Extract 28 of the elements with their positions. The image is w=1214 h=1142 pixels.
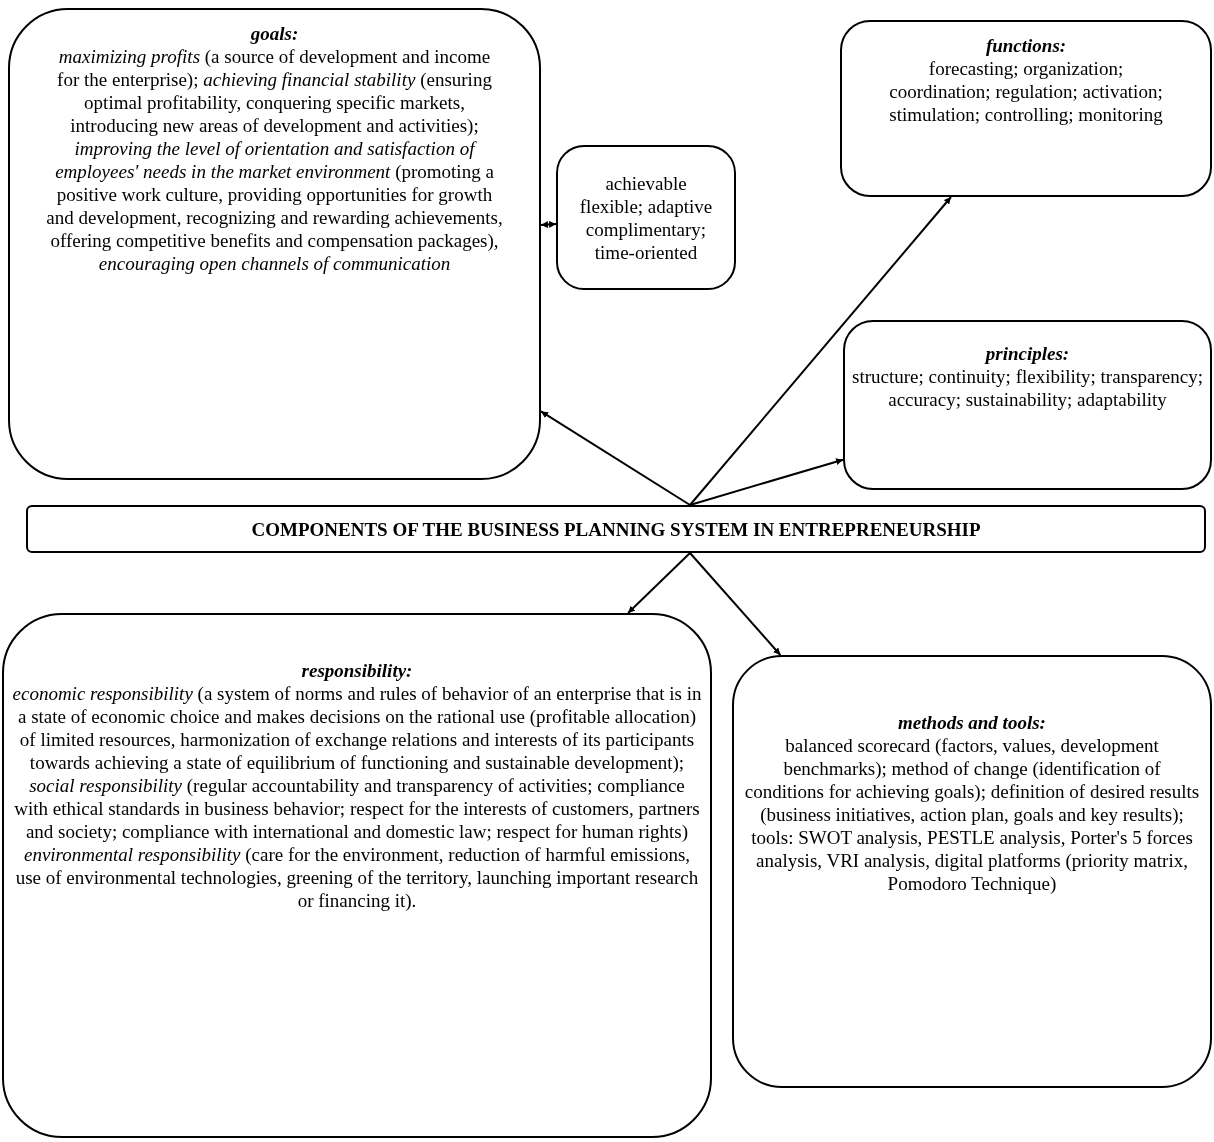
rounded-text-box	[2, 613, 712, 1138]
box-text: maximizing profits (a source of development and income for the enterprise); achieving financial stability (ensuring optimal profitability, conquering specific markets, introducing new areas of development and activities); improving the level of orientation and satisfaction of employees' needs in the market environment (promoting a positive work culture, providing opportunities for growth and development, recognizing and rewarding achievements, offering competitive benefits and compensation packages), encouraging open channels of communication	[46, 45, 503, 275]
arrow	[689, 458, 844, 506]
box-text: balanced scorecard (factors, values, development benchmarks); method of change (identification of conditions for achieving goals); definition of desired results (business initiatives, action plan, goals and key results);	[744, 734, 1200, 826]
arrow	[627, 552, 691, 614]
box-text: tools: SWOT analysis, PESTLE analysis, Porter's 5 forces analysis, VRI analysis, digital platforms (priority matrix, Pomodoro Technique)	[750, 826, 1194, 895]
arrow	[540, 220, 557, 228]
box-heading: methods and tools:	[898, 711, 1046, 734]
rounded-text-box	[556, 145, 736, 290]
box-heading: responsibility:	[301, 659, 413, 682]
rounded-text-box	[8, 8, 541, 480]
box-heading: goals:	[250, 22, 299, 45]
box-heading: principles:	[985, 342, 1070, 365]
rounded-text-box	[732, 655, 1212, 1088]
arrow	[689, 196, 952, 506]
rounded-text-box	[843, 320, 1212, 490]
box-text: economic responsibility (a system of norms and rules of behavior of an enterprise that is in a state of economic choice and makes decisions on the rational use (profitable allocation) of limited resources, harmonization of exchange relations and interests of its participants towards achieving a state of equilibrium of functioning and sustainable development);	[12, 682, 702, 774]
arrow	[540, 410, 691, 506]
rounded-text-box	[840, 20, 1212, 197]
arrow	[689, 552, 782, 656]
box-text: environmental responsibility (care for the environment, reduction of harmful emissions, use of environmental technologies, greening of the territory, launching important research or financing it).	[14, 843, 700, 912]
title-box	[26, 505, 1206, 553]
box-text: social responsibility (regular accountability and transparency of activities; compliance with ethical standards in business behavior; respect for the interests of customers, partners and society; compliance with international and domestic law; respect for human rights)	[13, 774, 701, 843]
box-text: structure; continuity; flexibility; transparency; accuracy; sustainability; adaptability	[851, 365, 1204, 411]
box-text: forecasting; organization; coordination; regulation; activation; stimulation; controlling; monitoring	[888, 57, 1164, 126]
box-text: achievable flexible; adaptive complimentary; time-oriented	[578, 171, 714, 264]
box-text: COMPONENTS OF THE BUSINESS PLANNING SYSTEM IN ENTREPRENEURSHIP	[251, 517, 981, 541]
box-heading: functions:	[985, 34, 1067, 57]
